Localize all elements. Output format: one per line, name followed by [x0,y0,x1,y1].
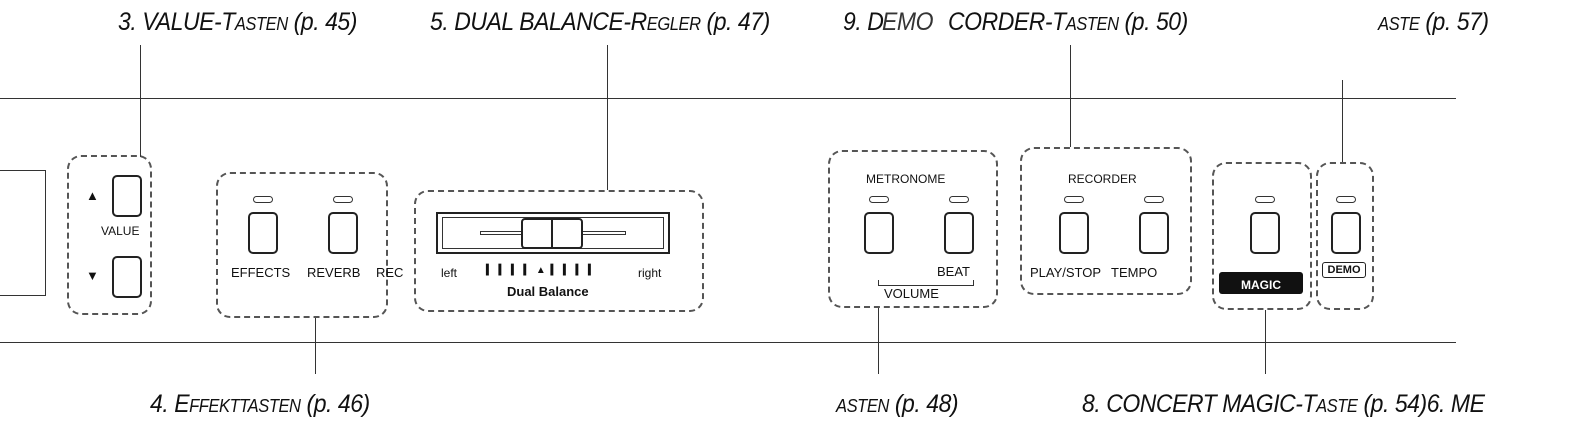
reverb-label: REVERB [307,265,361,280]
balance-right-label: right [638,266,662,280]
panel-bottom-edge [0,342,1456,343]
metronome-led [869,196,889,203]
callout-asten-bottom-small: asten [836,396,889,416]
callout-concert-magic: 8. CONCERT MAGIC-Taste (p. 54)6. ME [1082,390,1485,419]
demo-led [1336,196,1356,203]
beat-button[interactable] [944,212,974,254]
callout-dual-prefix: 5. DUAL BALANCE-R [430,8,647,36]
balance-scale-ticks: ▍ ▍ ▍ ▍ ▲ ▍ ▍ ▍ ▍ [486,265,597,276]
rec-label: REC [376,265,404,280]
callout-value-keys: 3. VALUE-Tasten (p. 45) [118,8,357,37]
effects-group [216,172,388,318]
panel-top-edge [0,98,1456,99]
reverb-led [333,196,353,203]
value-up-button[interactable] [112,175,142,217]
callout-asten-bottom: asten (p. 48) [836,390,959,419]
callout-recorder-mid: CORDER-T [948,8,1066,36]
magic-group [1212,162,1312,310]
balance-left-label: left [441,266,458,280]
value-label: VALUE [101,224,140,238]
metronome-group [828,150,998,308]
leader-dual-balance [607,45,608,190]
demo-label: DEMO [1322,262,1366,278]
demo-button[interactable] [1331,212,1361,254]
leader-metronome [878,306,879,374]
callout-aste-top-small: aste [1378,14,1420,34]
callout-asten-bottom-page: (p. 48) [888,390,959,418]
leader-demo [1342,80,1343,162]
callout-effekt-keys: 4. Effekttasten (p. 46) [150,390,370,419]
callout-dual-balance: 5. DUAL BALANCE-Regler (p. 47) [430,8,770,37]
balance-knob-center [551,218,553,249]
callout-value-page: (p. 45) [287,8,358,36]
volume-bracket [878,280,974,286]
callout-recorder-keys: CORDER-Tasten (p. 50) [948,8,1188,37]
callout-concert-small: aste [1316,396,1358,416]
callout-demo-prefix: 9. D [843,8,884,36]
volume-label: VOLUME [884,286,939,301]
demo-group [1316,162,1374,310]
callout-demo-overlap-text: EMO [882,8,934,36]
callout-dual-page: (p. 47) [700,8,771,36]
callout-demo-garbled: 9. D [843,8,884,37]
callout-value-small: asten [234,14,288,34]
balance-slider-outer [436,212,670,254]
callout-recorder-small: asten [1065,14,1119,34]
display-frame [0,170,46,296]
callout-dual-small: egler [646,14,701,34]
callout-recorder-page: (p. 50) [1118,8,1189,36]
magic-label: MAGIC [1219,272,1303,294]
metronome-button[interactable] [864,212,894,254]
playstop-label: PLAY/STOP [1030,265,1102,280]
leader-effects [315,318,316,374]
metronome-label: METRONOME [866,172,946,186]
leader-value [140,45,141,157]
callout-value-prefix: 3. VALUE-T [118,8,235,36]
effects-button[interactable] [248,212,278,254]
effects-led [253,196,273,203]
tempo-button[interactable] [1139,212,1169,254]
dual-balance-group [414,190,704,312]
tempo-label: TEMPO [1111,265,1158,280]
effects-label: EFFECTS [231,265,291,280]
callout-concert-page: (p. 54) [1357,390,1427,418]
down-arrow-icon: ▼ [86,268,99,283]
tempo-led [1144,196,1164,203]
recorder-label: RECORDER [1068,172,1137,186]
recorder-group [1020,147,1192,295]
callout-concert-prefix: 8. CONCERT MAGIC-T [1082,390,1317,418]
callout-effekt-small: ffekttasten [189,396,301,416]
value-group [67,155,152,315]
callout-aste-top-page: (p. 57) [1419,8,1489,36]
magic-button[interactable] [1250,212,1280,254]
playstop-button[interactable] [1059,212,1089,254]
callout-me-tail: 6. ME [1426,390,1485,418]
magic-led [1255,196,1275,203]
callout-effekt-prefix: 4. E [150,390,190,418]
value-down-button[interactable] [112,256,142,298]
callout-effekt-page: (p. 46) [300,390,370,418]
balance-title: Dual Balance [507,284,589,299]
leader-recorder [1070,45,1071,147]
reverb-button[interactable] [328,212,358,254]
callout-aste-top: aste (p. 57) [1378,8,1489,37]
playstop-led [1064,196,1084,203]
leader-magic [1265,310,1266,374]
up-arrow-icon: ▲ [86,188,99,203]
callout-demo-overlap: EMO [882,8,933,37]
beat-label: BEAT [937,264,970,279]
beat-led [949,196,969,203]
